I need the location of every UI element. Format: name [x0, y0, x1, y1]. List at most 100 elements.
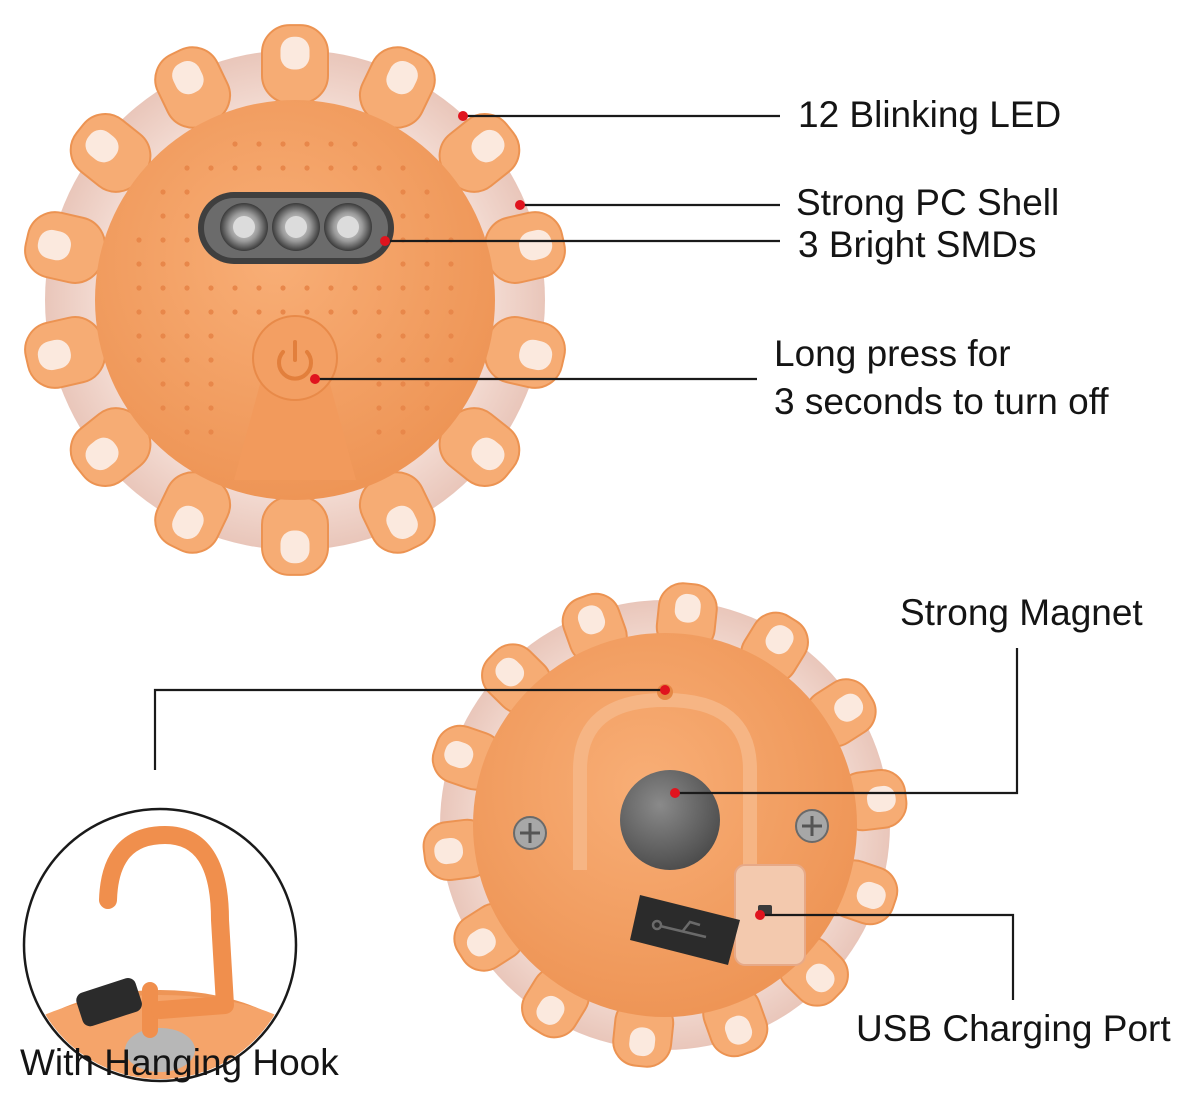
grip-dot [424, 309, 430, 315]
grip-dot [136, 333, 142, 339]
grip-dot [352, 285, 358, 291]
grip-dot [376, 309, 382, 315]
marker-dots [310, 111, 765, 920]
callout-hanging-hook: With Hanging Hook [20, 1042, 339, 1083]
grip-dot [184, 357, 190, 363]
grip-dot [184, 309, 190, 315]
grip-dot [304, 165, 310, 171]
grip-dot [160, 405, 166, 411]
grip-dot [160, 333, 166, 339]
grip-dot [136, 237, 142, 243]
grip-dot [256, 309, 262, 315]
grip-dot [328, 309, 334, 315]
grip-dot [376, 333, 382, 339]
grip-dot [136, 357, 142, 363]
grip-dot [160, 285, 166, 291]
grip-dot [304, 285, 310, 291]
screw-left [513, 816, 547, 850]
grip-dot [184, 189, 190, 195]
grip-dot [184, 429, 190, 435]
grip-dot [208, 429, 214, 435]
grip-dot [280, 165, 286, 171]
grip-dot [232, 141, 238, 147]
grip-dot [376, 405, 382, 411]
grip-dot [400, 405, 406, 411]
hanging-tab [154, 46, 232, 129]
grip-dot [400, 381, 406, 387]
grip-dot [256, 165, 262, 171]
hanging-tab [484, 211, 566, 284]
grip-dot [136, 285, 142, 291]
grip-dot [448, 285, 454, 291]
hanging-tab [261, 24, 329, 105]
grip-dot [304, 309, 310, 315]
power-icon [277, 340, 313, 381]
grip-dot [184, 237, 190, 243]
marker-dot-magnet [670, 788, 680, 798]
grip-dot [424, 381, 430, 387]
grip-dot [184, 213, 190, 219]
grip-dot [328, 285, 334, 291]
callout-smds: 3 Bright SMDs [798, 224, 1037, 265]
top-flare-device [24, 24, 566, 576]
marker-dot-shell [515, 200, 525, 210]
grip-dot [232, 165, 238, 171]
grip-dot [232, 309, 238, 315]
callout-power-line1: Long press for [774, 333, 1011, 374]
grip-dot [376, 285, 382, 291]
grip-dot [256, 285, 262, 291]
grip-dot [160, 237, 166, 243]
grip-dot [424, 189, 430, 195]
grip-dot [376, 381, 382, 387]
grip-dot [184, 333, 190, 339]
grip-dot [424, 333, 430, 339]
callout-blinking-led: 12 Blinking LED [798, 94, 1062, 135]
callout-pc-shell: Strong PC Shell [796, 182, 1060, 223]
grip-dot [184, 381, 190, 387]
grip-dot [424, 213, 430, 219]
hanging-tab [154, 471, 232, 554]
grip-dot [160, 309, 166, 315]
grip-dot [160, 189, 166, 195]
hanging-tab [438, 407, 521, 487]
grip-dot [136, 261, 142, 267]
grip-dot [160, 261, 166, 267]
grip-dot [400, 357, 406, 363]
hanging-tab [24, 211, 106, 284]
grip-dot [160, 213, 166, 219]
grip-dot [424, 285, 430, 291]
grip-dot [400, 165, 406, 171]
leader-lines [153, 114, 1019, 1000]
top-hanging-tabs [24, 24, 566, 576]
callout-magnet: Strong Magnet [900, 592, 1143, 633]
screw-right [795, 809, 829, 843]
grip-dot [184, 165, 190, 171]
grip-dot [400, 309, 406, 315]
grip-dot [352, 141, 358, 147]
marker-dot-power [310, 374, 320, 384]
grip-dot [376, 357, 382, 363]
marker-dot-smd [380, 236, 390, 246]
grip-dot [448, 357, 454, 363]
grip-dot [304, 141, 310, 147]
usb-icon [651, 919, 707, 939]
hanging-tab [484, 316, 566, 389]
grip-dot [400, 333, 406, 339]
grip-dot [208, 357, 214, 363]
grip-dot [208, 333, 214, 339]
hanging-tab [69, 407, 152, 487]
grip-dot [256, 141, 262, 147]
grip-dot [352, 165, 358, 171]
grip-dot [184, 261, 190, 267]
hanging-tab [358, 46, 436, 129]
smd-module [198, 192, 394, 264]
grip-dot [328, 141, 334, 147]
callout-power-line2: 3 seconds to turn off [774, 381, 1109, 422]
grip-dot [424, 357, 430, 363]
grip-dot [400, 189, 406, 195]
grip-dot [208, 381, 214, 387]
grip-dot [208, 165, 214, 171]
grip-dot [448, 333, 454, 339]
grip-dot [400, 213, 406, 219]
